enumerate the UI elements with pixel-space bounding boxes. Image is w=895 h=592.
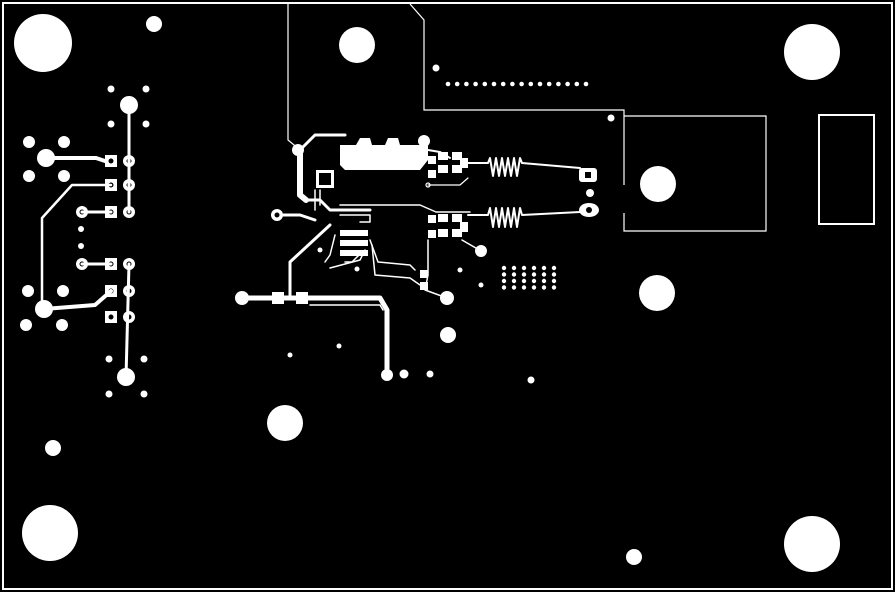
medium-holes	[35, 16, 642, 565]
mounting-holes	[14, 14, 840, 572]
via	[583, 81, 589, 87]
thermal-via	[521, 265, 527, 271]
thermal-via	[511, 285, 517, 290]
thermal-via	[511, 272, 517, 277]
thermal-via	[501, 278, 507, 284]
via	[473, 81, 478, 87]
thermal-via	[501, 265, 507, 271]
via	[500, 81, 506, 87]
thermal-via	[511, 278, 517, 284]
thermal-via	[511, 265, 517, 271]
thermal-via	[531, 265, 537, 271]
thermal-via	[531, 285, 537, 290]
via	[528, 81, 534, 87]
thermal-via	[521, 272, 527, 277]
via	[491, 81, 497, 87]
thermal-via	[541, 272, 547, 277]
thermal-via	[541, 265, 547, 271]
via-row	[445, 81, 589, 87]
component-pads	[428, 156, 436, 238]
via	[546, 81, 552, 87]
left-connector-pads	[76, 155, 135, 323]
via	[510, 81, 515, 87]
via	[565, 81, 570, 87]
thermal-via	[541, 278, 547, 284]
thermal-via	[551, 265, 557, 271]
vias	[20, 64, 615, 398]
via	[454, 81, 460, 87]
thermal-via	[521, 278, 527, 284]
via	[556, 81, 561, 87]
via	[482, 81, 488, 87]
central-circuit	[239, 133, 599, 378]
thermal-via	[531, 278, 537, 284]
thermal-via	[531, 272, 537, 277]
thermal-via	[551, 272, 557, 277]
copper-pour-outlines	[287, 3, 875, 232]
thermal-via	[551, 278, 557, 284]
via	[445, 81, 451, 87]
thermal-via	[541, 285, 547, 290]
via	[537, 81, 543, 87]
thermal-via-grid	[501, 265, 557, 290]
thermal-via	[521, 285, 527, 290]
via	[574, 81, 580, 87]
thermal-via	[501, 272, 507, 277]
via	[464, 81, 469, 87]
thermal-via	[551, 285, 557, 290]
left-traces	[40, 103, 131, 379]
via	[519, 81, 524, 87]
thermal-via	[501, 285, 507, 290]
